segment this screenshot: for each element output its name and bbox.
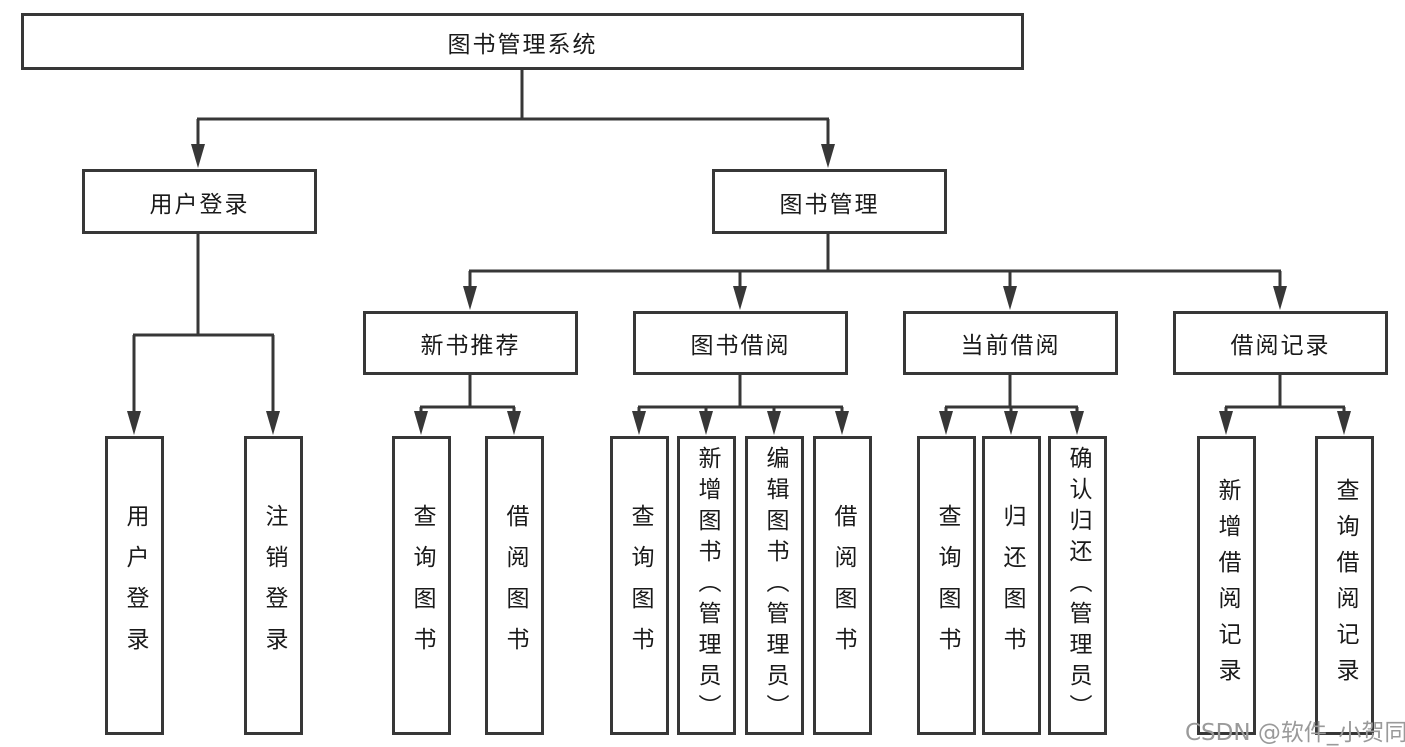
leaf-current-return-book: 归还图书 — [982, 436, 1041, 735]
node-new-book-recommend: 新书推荐 — [363, 311, 578, 375]
leaf-borrow-borrow-book-label: 借阅图书 — [830, 503, 856, 668]
node-book-borrow-label: 图书借阅 — [690, 333, 791, 359]
leaf-user-login-label: 用户登录 — [122, 503, 148, 668]
leaf-borrow-edit-book-admin-label: 编辑图书（管理员） — [762, 446, 788, 725]
leaf-recommend-query-book-label: 查询图书 — [409, 503, 435, 668]
leaf-record-add-label: 新增借阅记录 — [1214, 477, 1240, 694]
node-current-borrow: 当前借阅 — [903, 311, 1118, 375]
node-book-management-label: 图书管理 — [779, 191, 880, 218]
leaf-record-add: 新增借阅记录 — [1197, 436, 1256, 735]
leaf-current-query-book-label: 查询图书 — [934, 503, 960, 668]
node-user-login: 用户登录 — [82, 169, 317, 234]
leaf-recommend-borrow-book-label: 借阅图书 — [502, 503, 528, 668]
leaf-recommend-borrow-book: 借阅图书 — [485, 436, 544, 735]
root-node-library-system: 图书管理系统 — [21, 13, 1024, 70]
node-current-borrow-label: 当前借阅 — [960, 333, 1061, 359]
node-book-management: 图书管理 — [712, 169, 947, 234]
leaf-borrow-query-book: 查询图书 — [610, 436, 669, 735]
csdn-watermark: CSDN @软件_小贺同学 — [1185, 720, 1405, 746]
leaf-record-query-label: 查询借阅记录 — [1332, 477, 1358, 694]
leaf-logout: 注销登录 — [244, 436, 303, 735]
node-new-book-recommend-label: 新书推荐 — [420, 333, 521, 359]
leaf-logout-label: 注销登录 — [261, 503, 287, 668]
leaf-current-confirm-return-admin: 确认归还（管理员） — [1048, 436, 1107, 735]
leaf-borrow-edit-book-admin: 编辑图书（管理员） — [745, 436, 804, 735]
leaf-borrow-add-book-admin: 新增图书（管理员） — [677, 436, 736, 735]
node-borrow-record: 借阅记录 — [1173, 311, 1388, 375]
leaf-current-query-book: 查询图书 — [917, 436, 976, 735]
node-user-login-label: 用户登录 — [149, 191, 250, 218]
root-node-label: 图书管理系统 — [447, 31, 598, 58]
leaf-borrow-add-book-admin-label: 新增图书（管理员） — [694, 446, 720, 725]
leaf-borrow-query-book-label: 查询图书 — [627, 503, 653, 668]
leaf-current-return-book-label: 归还图书 — [999, 503, 1025, 668]
leaf-user-login: 用户登录 — [105, 436, 164, 735]
leaf-record-query: 查询借阅记录 — [1315, 436, 1374, 735]
node-book-borrow: 图书借阅 — [633, 311, 848, 375]
node-borrow-record-label: 借阅记录 — [1230, 333, 1331, 359]
leaf-recommend-query-book: 查询图书 — [392, 436, 451, 735]
leaf-borrow-borrow-book: 借阅图书 — [813, 436, 872, 735]
leaf-current-confirm-return-admin-label: 确认归还（管理员） — [1065, 446, 1091, 725]
